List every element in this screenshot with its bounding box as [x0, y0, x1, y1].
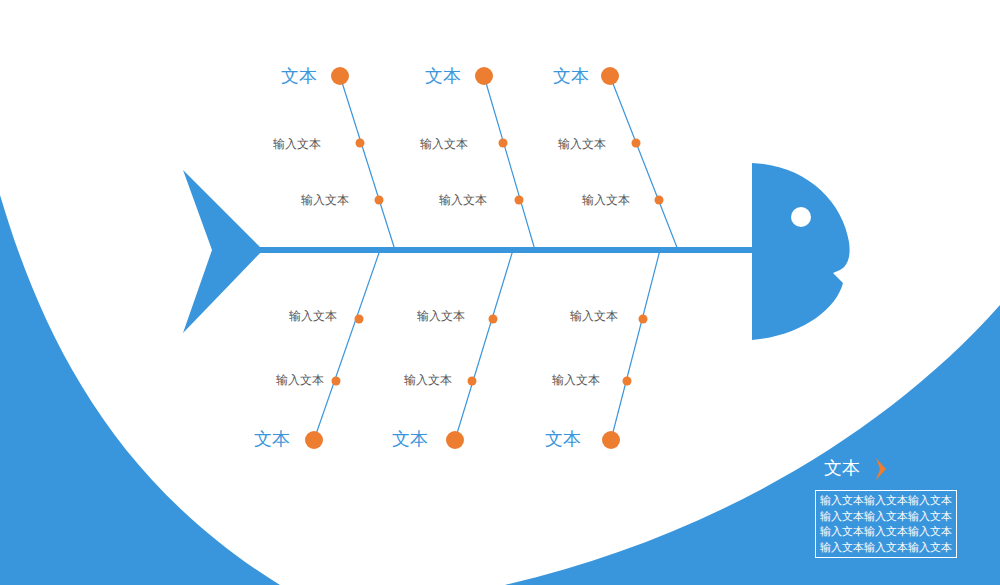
fish-eye — [791, 207, 811, 227]
panel-body: 输入文本输入文本输入文本输入文本输入文本输入文本输入文本输入文本输入文本输入文本… — [815, 490, 957, 558]
cause-label: 输入文本 — [273, 138, 321, 150]
cause-label: 输入文本 — [276, 374, 324, 386]
fish-head — [752, 163, 850, 340]
chevron-icon — [876, 458, 886, 480]
cause-label: 输入文本 — [420, 138, 468, 150]
cause-label: 输入文本 — [404, 374, 452, 386]
text-panel: 文本输入文本输入文本输入文本输入文本输入文本输入文本输入文本输入文本输入文本输入… — [815, 459, 957, 558]
branch-heading: 文本 — [281, 67, 317, 85]
cause-label: 输入文本 — [439, 194, 487, 206]
branch-heading: 文本 — [254, 430, 290, 448]
cause-label: 输入文本 — [552, 374, 600, 386]
background-wave — [505, 305, 1000, 585]
branch-heading: 文本 — [425, 67, 461, 85]
fish-bones — [314, 76, 678, 440]
branch-heading: 文本 — [553, 67, 589, 85]
branch-heading: 文本 — [392, 430, 428, 448]
cause-label: 输入文本 — [558, 138, 606, 150]
cause-label: 输入文本 — [289, 310, 337, 322]
panel-heading: 文本 — [824, 459, 957, 477]
cause-label: 输入文本 — [582, 194, 630, 206]
cause-label: 输入文本 — [417, 310, 465, 322]
branch-heading: 文本 — [545, 430, 581, 448]
bone-dots — [305, 67, 664, 449]
cause-label: 输入文本 — [570, 310, 618, 322]
cause-label: 输入文本 — [301, 194, 349, 206]
